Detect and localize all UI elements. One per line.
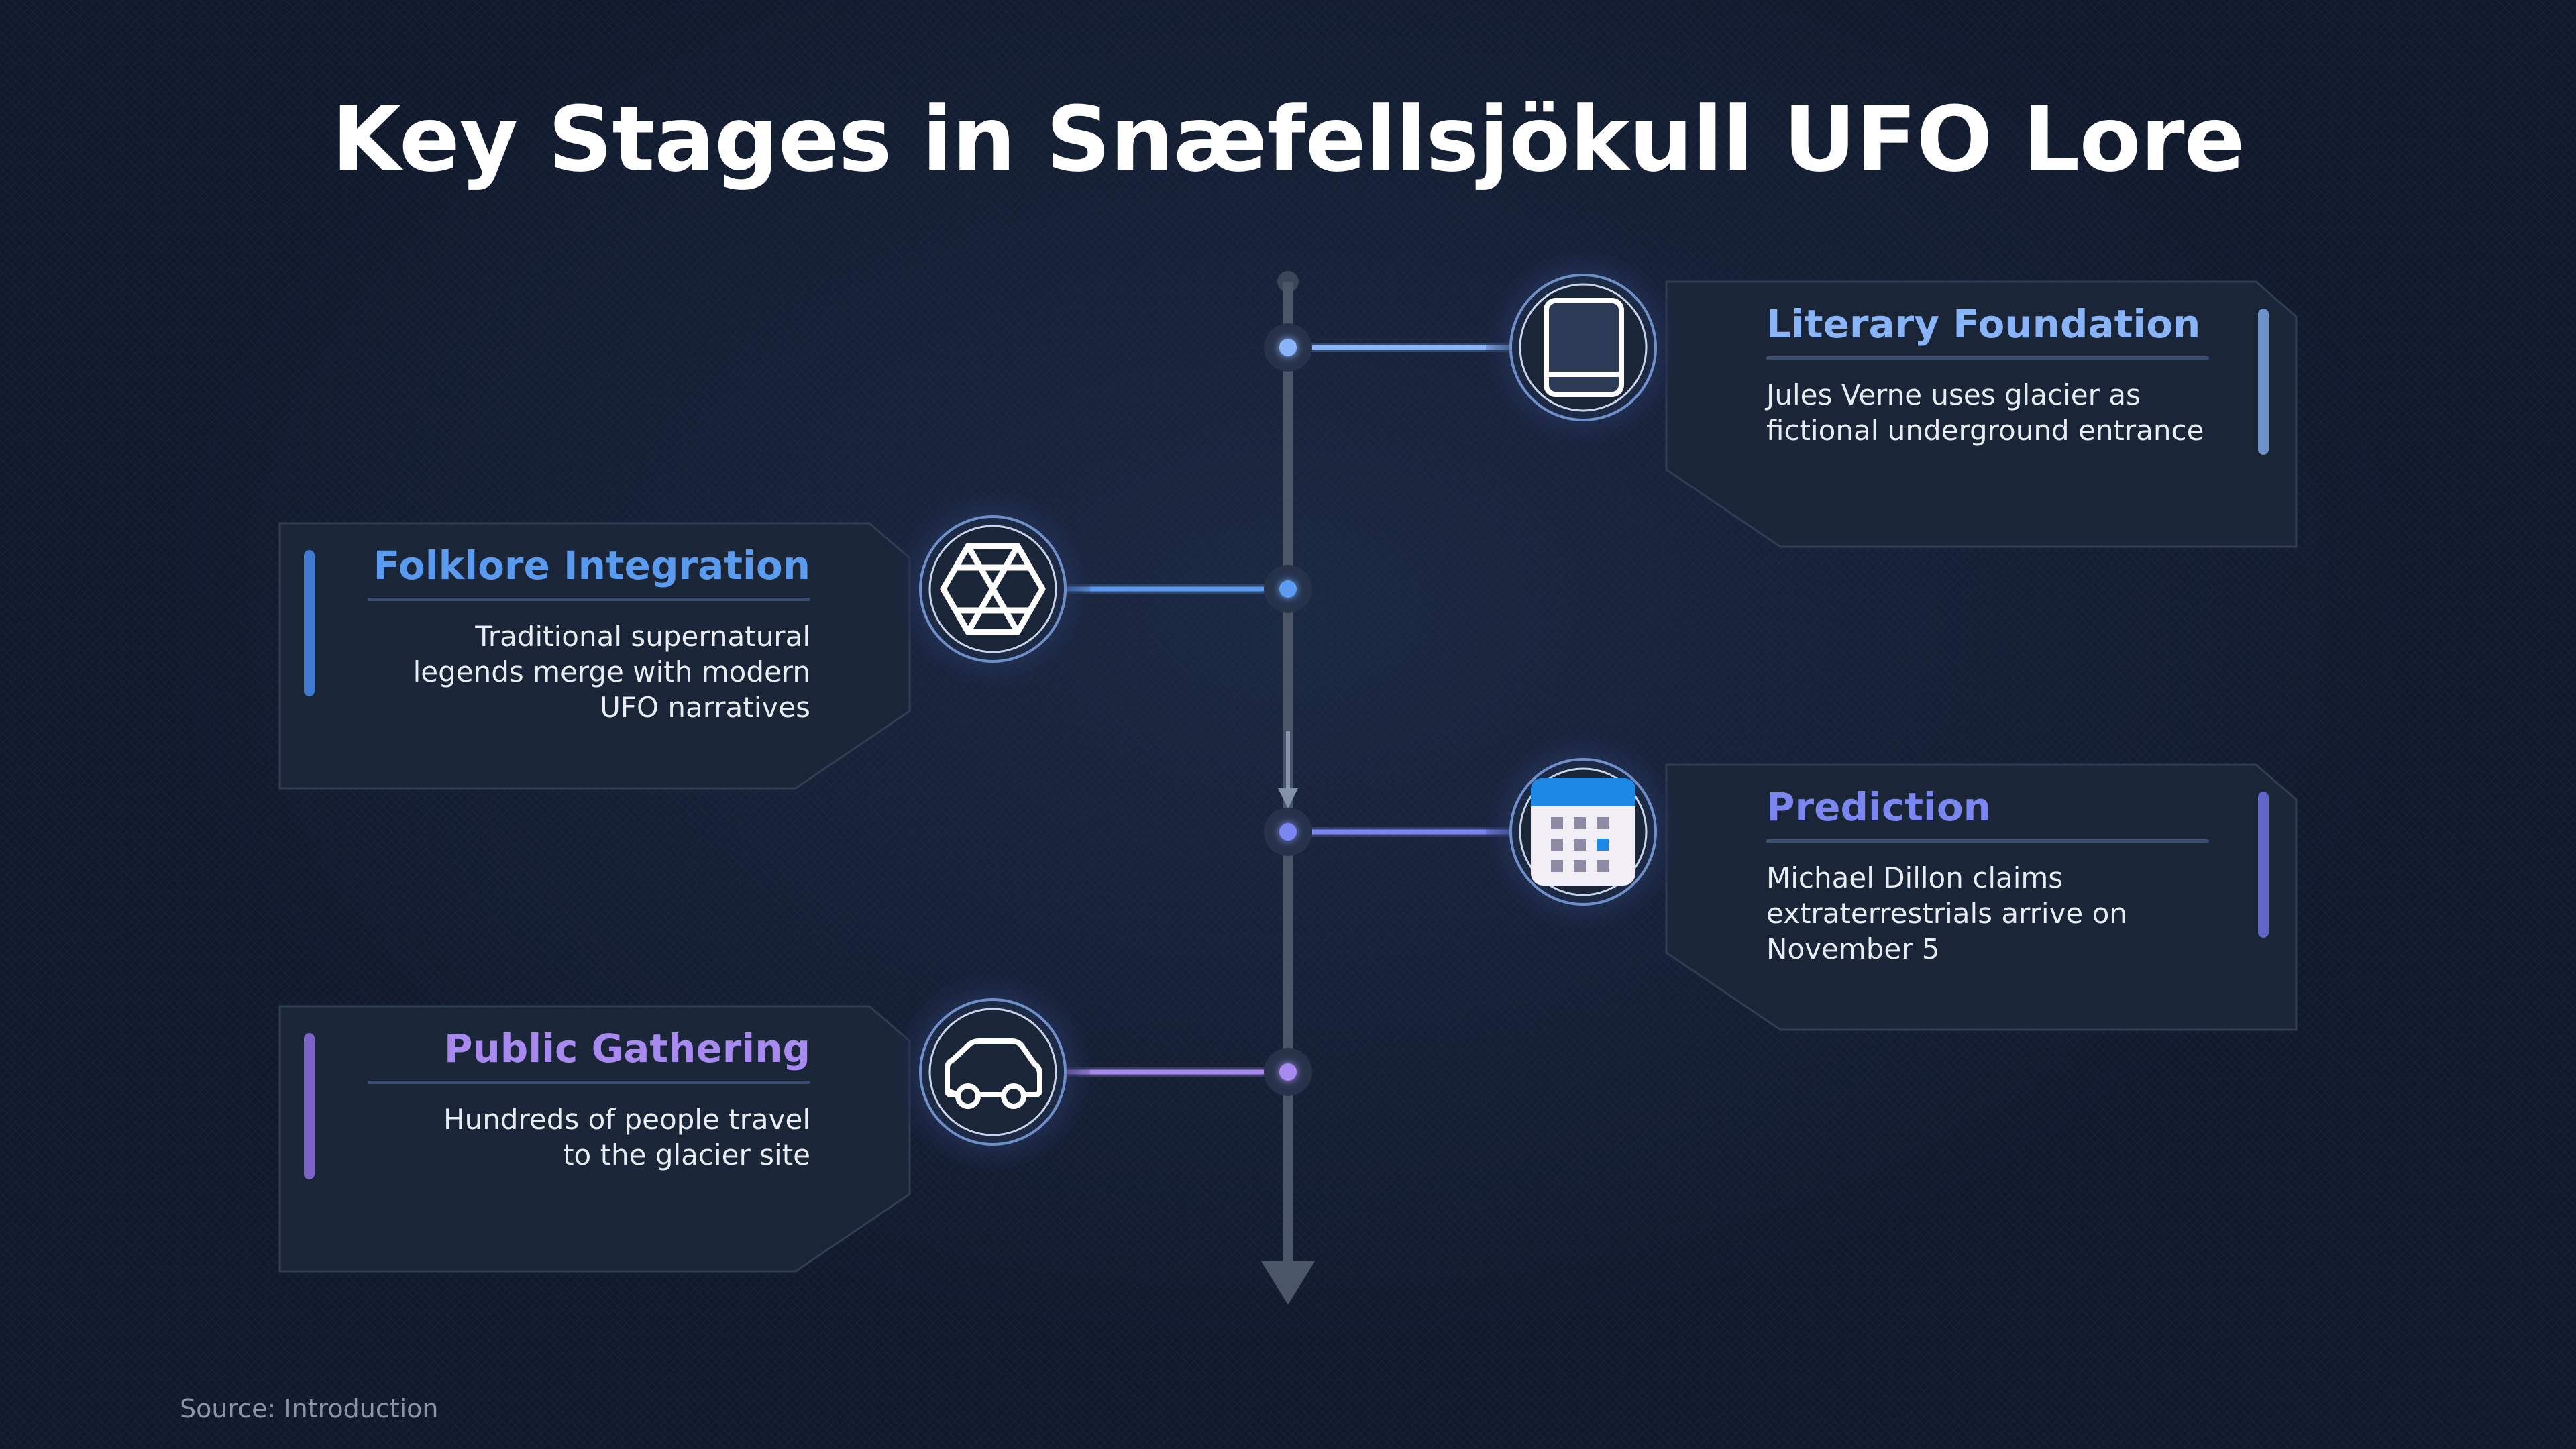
stage-public-gathering: Public Gathering Hundreds of people trav… [368, 1026, 810, 1173]
card-accent-bar [304, 1033, 315, 1179]
connector-literary-foundation [1264, 323, 1509, 372]
timeline-axis [1261, 271, 1315, 1305]
connector-prediction [1264, 808, 1509, 856]
card-literary-foundation [1665, 280, 2298, 548]
timeline-node [1279, 823, 1297, 841]
card-accent-bar [2258, 309, 2269, 455]
card-public-gathering [278, 1005, 911, 1273]
hexagon-network-icon [896, 492, 1090, 686]
card-accent-bar [304, 550, 315, 696]
stage-title: Literary Foundation [1766, 301, 2201, 347]
book-icon [1486, 250, 1680, 445]
title-divider [1766, 356, 2209, 360]
stage-description: Michael Dillon claims extraterrestrials … [1766, 861, 2127, 966]
timeline-node [1279, 1063, 1297, 1081]
connector-folklore-integration [1067, 565, 1312, 613]
timeline-node [1279, 339, 1297, 356]
card-prediction [1665, 763, 2298, 1031]
stage-description: Hundreds of people travel to the glacier… [443, 1102, 810, 1172]
stage-title: Public Gathering [443, 1026, 810, 1071]
stage-folklore-integration: Folklore Integration Traditional superna… [368, 543, 810, 726]
stage-description: Jules Verne uses glacier as fictional un… [1766, 378, 2204, 447]
stage-description: Traditional supernatural legends merge w… [413, 619, 810, 724]
stage-title: Prediction [1766, 784, 1991, 830]
calendar-icon [1486, 735, 1680, 929]
car-icon [896, 975, 1090, 1169]
card-accent-bar [2258, 792, 2269, 938]
title-divider [368, 1080, 810, 1084]
title-divider [1766, 839, 2209, 843]
stage-prediction: Prediction Michael Dillon claims extrate… [1766, 785, 2209, 967]
connector-public-gathering [1067, 1048, 1312, 1096]
title-divider [368, 597, 810, 601]
source-note: Source: Introduction [180, 1394, 439, 1424]
stage-literary-foundation: Literary Foundation Jules Verne uses gla… [1766, 302, 2209, 448]
stage-title: Folklore Integration [373, 543, 810, 588]
timeline-node [1279, 580, 1297, 598]
timeline-arrowhead [1261, 1261, 1315, 1305]
page-title: Key Stages in Snæfellsjökull UFO Lore [331, 87, 2245, 192]
card-folklore-integration [278, 522, 911, 790]
